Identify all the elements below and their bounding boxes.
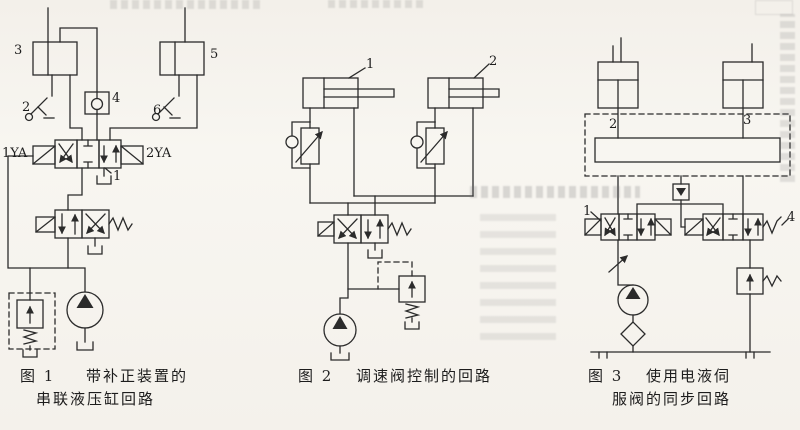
fig3-label-cylinder-3: 3 — [743, 113, 752, 128]
fig1-circuit-diagram — [7, 7, 205, 358]
fig3-servo-valve-4-symbol — [684, 213, 789, 241]
fig2-tank-symbols — [330, 249, 420, 361]
fig2-label-cylinder-2: 2 — [489, 54, 498, 69]
fig1-cylinder-5-symbol — [159, 41, 205, 97]
fig2-cylinder-2-symbol — [427, 63, 500, 109]
fig1-label-cylinder-3: 3 — [14, 43, 23, 58]
fig2-circuit-diagram — [285, 63, 500, 361]
fig1-caption-line1: 带补正装置的 — [86, 367, 189, 385]
fig1-pilot-valve-symbol — [35, 209, 133, 239]
fig1-limit-lever-6-symbol — [151, 97, 181, 122]
fig1-label-solenoid-1ya: 1YA — [2, 146, 28, 161]
fig3-caption-number: 图 3 — [588, 367, 624, 385]
fig1-tank-symbols — [22, 175, 112, 358]
fig3-pilot-component-symbol — [672, 183, 690, 201]
fig3-piping — [590, 37, 771, 359]
fig2-cylinder-1-symbol — [302, 67, 395, 109]
fig1-cylinder-3-symbol — [32, 41, 78, 97]
fig2-caption-number: 图 2 — [298, 367, 334, 385]
fig3-cylinder-3-symbol — [722, 61, 764, 139]
fig3-servo-valve-1-symbol — [584, 213, 672, 241]
fig3-label-cylinder-2: 2 — [609, 117, 618, 132]
fig1-limit-lever-2-symbol — [24, 97, 55, 122]
scan-artifact — [780, 14, 795, 182]
fig1-label-solenoid-2ya: 2YA — [146, 146, 172, 161]
fig2-flow-control-right-symbol — [410, 107, 448, 204]
fig1-label-check-4: 4 — [112, 91, 121, 106]
fig3-relief-valve-symbol — [736, 267, 782, 295]
fig2-relief-valve-symbol — [377, 261, 426, 319]
fig3-label-valve-4: 4 — [787, 210, 796, 225]
fig3-filter-symbol — [620, 321, 646, 347]
fig3-load-beam-symbol — [584, 113, 791, 177]
scan-artifact — [470, 186, 640, 198]
fig3-label-valve-1: 1 — [583, 204, 592, 219]
fig1-label-cylinder-5: 5 — [210, 47, 219, 62]
fig2-flow-control-left-symbol — [285, 107, 323, 204]
fig2-directional-valve-symbol — [317, 214, 412, 244]
fig3-throttle-valve-symbol — [608, 255, 628, 273]
fig1-caption-line2: 串联液压缸回路 — [36, 390, 156, 408]
fig3-caption-line2: 服阀的同步回路 — [612, 390, 732, 408]
fig1-caption-number: 图 1 — [20, 367, 56, 385]
scan-artifact — [755, 0, 793, 15]
scan-artifact — [328, 0, 423, 8]
fig1-label-lever-2: 2 — [22, 100, 31, 115]
fig2-caption-line1: 调速阀控制的回路 — [356, 367, 493, 385]
fig2-pump-symbol — [323, 313, 357, 347]
fig1-directional-valve-1-symbol — [32, 139, 144, 169]
fig1-label-valve-1: 1 — [113, 169, 122, 184]
fig3-circuit-diagram — [584, 37, 791, 359]
fig3-caption-line1: 使用电液伺 — [646, 367, 732, 385]
fig2-label-cylinder-1: 1 — [366, 57, 375, 72]
scan-artifact — [110, 0, 260, 9]
fig1-pump-symbol — [66, 291, 104, 329]
fig2-piping — [309, 107, 474, 354]
fig1-relief-valve-symbol — [8, 292, 56, 350]
fig1-check-valve-4-symbol — [84, 91, 110, 115]
fig3-pump-symbol — [617, 284, 649, 316]
scan-artifact — [480, 214, 556, 340]
fig1-piping — [7, 7, 198, 351]
fig1-label-lever-6: 6 — [153, 103, 162, 118]
fig3-cylinder-2-symbol — [597, 61, 639, 139]
